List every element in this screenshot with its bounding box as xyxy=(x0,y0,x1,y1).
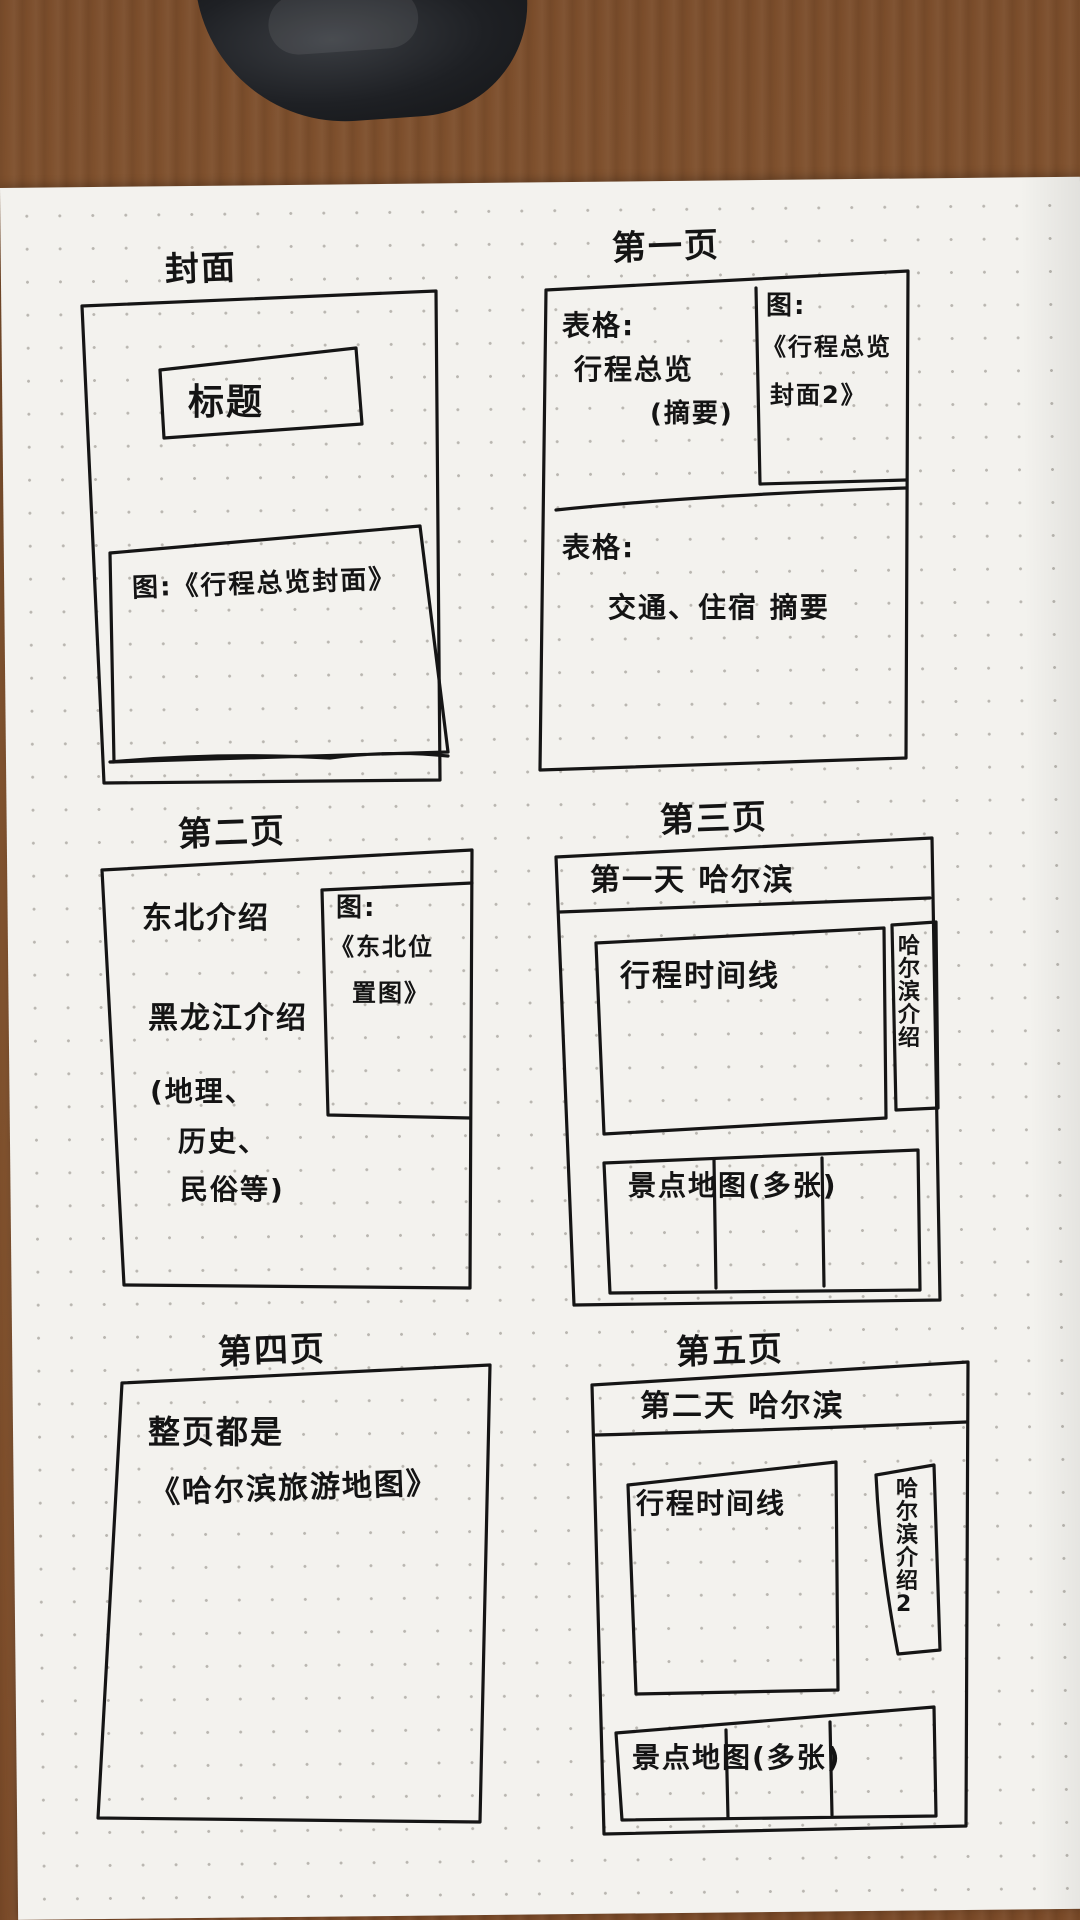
page5-header-line xyxy=(594,1420,968,1437)
page1-image-box xyxy=(754,286,908,486)
cover-image-box xyxy=(108,524,450,764)
page5-harbin-intro: 哈尔滨介绍2 xyxy=(896,1477,921,1618)
page5-day-title: 第二天 哈尔滨 xyxy=(640,1389,845,1424)
page1-table-text: 行程总览 xyxy=(574,353,695,386)
page2-image-name-2: 置图》 xyxy=(352,979,430,1007)
page3-heading: 第三页 xyxy=(659,797,769,841)
page4-frame xyxy=(96,1363,492,1824)
page2-heading: 第二页 xyxy=(177,811,287,855)
page3-frame xyxy=(554,836,942,1307)
page2-northeast-intro: 东北介绍 xyxy=(142,901,270,936)
page1-top-table-divider xyxy=(554,486,908,512)
page2-image-name: 《东北位 xyxy=(330,933,434,961)
page5-maps-box xyxy=(614,1705,938,1822)
page1-table-note: (摘要) xyxy=(650,399,734,429)
page1-heading: 第一页 xyxy=(611,225,721,269)
page2-heilongjiang-intro: 黑龙江介绍 xyxy=(148,1001,308,1036)
page3-timeline-label: 行程时间线 xyxy=(620,959,780,994)
page5-timeline-box xyxy=(626,1460,840,1696)
cover-heading: 封面 xyxy=(164,247,238,291)
page1-bottom-table-text: 交通、住宿 摘要 xyxy=(608,591,830,624)
page5-timeline-label: 行程时间线 xyxy=(636,1487,787,1520)
cover-frame xyxy=(80,289,442,785)
page3-maps-box xyxy=(602,1148,922,1295)
cover-title-placeholder: 标题 xyxy=(188,382,265,423)
page4-text-1: 整页都是 xyxy=(148,1413,285,1451)
page2-image-box xyxy=(320,881,474,1120)
cover-title-box xyxy=(158,346,364,440)
page5-intro-box xyxy=(874,1463,942,1656)
page1-bottom-table-label: 表格: xyxy=(562,531,636,564)
page3-maps-label: 景点地图(多张) xyxy=(628,1169,838,1202)
page2-image-label: 图: xyxy=(336,893,377,923)
page2-frame xyxy=(100,848,474,1290)
page1-table-label: 表格: xyxy=(562,309,636,342)
page5-frame xyxy=(590,1360,970,1836)
page2-intro-detail-2: 历史、 xyxy=(178,1125,269,1158)
page4-heading: 第四页 xyxy=(217,1329,327,1373)
page2-intro-detail-1: (地理、 xyxy=(150,1075,255,1108)
page2-intro-detail-3: 民俗等) xyxy=(180,1173,285,1206)
page5-heading: 第五页 xyxy=(675,1329,785,1373)
page3-timeline-box xyxy=(594,926,888,1136)
page1-image-name: 《行程总览 xyxy=(762,333,892,361)
page1-image-label: 图: xyxy=(766,291,807,321)
page3-intro-box xyxy=(890,920,940,1112)
page1-image-name-2: 封面2》 xyxy=(770,381,867,409)
page3-harbin-intro: 哈尔滨介绍 xyxy=(898,934,923,1052)
page3-header-line xyxy=(558,896,932,914)
page3-day-title: 第一天 哈尔滨 xyxy=(590,863,795,898)
page1-frame xyxy=(538,269,910,772)
page5-maps-label: 景点地图(多张) xyxy=(632,1741,842,1774)
